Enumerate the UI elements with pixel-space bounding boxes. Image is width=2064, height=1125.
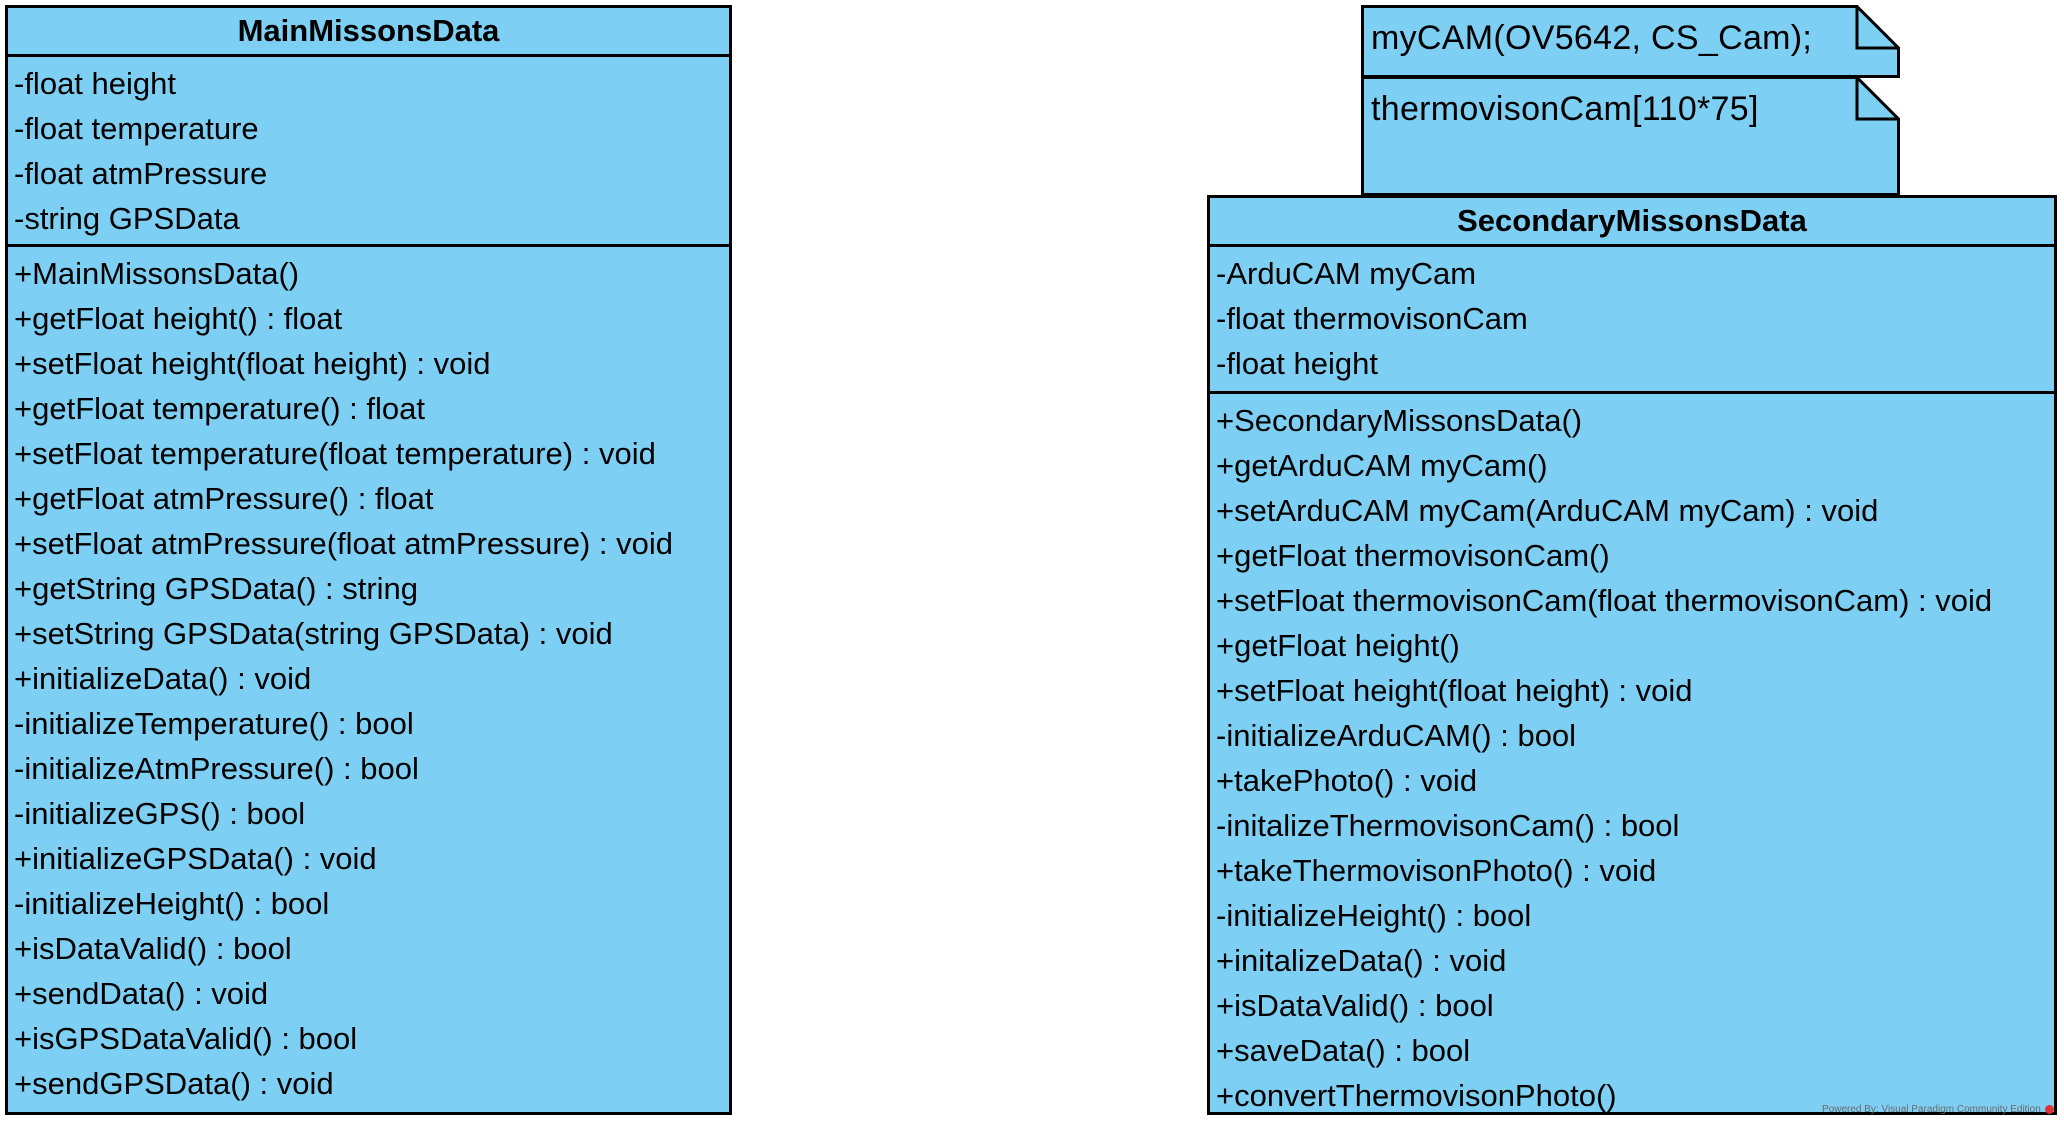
class-main-missons-data[interactable]: MainMissonsData -float height -float tem… [5, 5, 732, 1115]
operation: +getString GPSData() : string [14, 571, 419, 606]
operation: -initializeArduCAM() : bool [1216, 718, 1577, 753]
attribute: -ArduCAM myCam [1216, 256, 1477, 291]
attributes-compartment: -float height -float temperature -float … [8, 57, 729, 247]
attribute: -string GPSData [14, 201, 240, 236]
operations-compartment: +MainMissonsData() +getFloat height() : … [8, 247, 729, 1106]
watermark-logo-icon [2044, 1104, 2054, 1114]
operation: +takeThermovisonPhoto() : void [1216, 853, 1657, 888]
operation: +sendGPSData() : void [14, 1066, 334, 1101]
attribute: -float atmPressure [14, 156, 268, 191]
operation: +getFloat atmPressure() : float [14, 481, 434, 516]
operation: -initializeTemperature() : bool [14, 706, 414, 741]
operation: +setArduCAM myCam(ArduCAM myCam) : void [1216, 493, 1879, 528]
note-mycam[interactable]: myCAM(OV5642, CS_Cam); [1361, 5, 1900, 78]
operation: +isDataValid() : bool [14, 931, 292, 966]
class-name: SecondaryMissonsData [1210, 198, 2054, 247]
operation: +MainMissonsData() [14, 256, 300, 291]
operation: +setFloat height(float height) : void [1216, 673, 1693, 708]
attribute: -float height [14, 66, 176, 101]
operation: +getFloat temperature() : float [14, 391, 425, 426]
operation: +setFloat height(float height) : void [14, 346, 491, 381]
note-text: myCAM(OV5642, CS_Cam); [1371, 19, 1813, 57]
attributes-compartment: -ArduCAM myCam -float thermovisonCam -fl… [1210, 247, 2054, 394]
operation: -initializeGPS() : bool [14, 796, 306, 831]
operation: -initalizeThermovisonCam() : bool [1216, 808, 1680, 843]
operation: +initializeData() : void [14, 661, 312, 696]
operation: +setFloat thermovisonCam(float thermovis… [1216, 583, 1993, 618]
attribute: -float temperature [14, 111, 259, 146]
class-secondary-missons-data[interactable]: SecondaryMissonsData -ArduCAM myCam -flo… [1207, 195, 2057, 1115]
operation: +getFloat height() [1216, 628, 1460, 663]
note-thermovison[interactable]: thermovisonCam[110*75] [1361, 76, 1900, 196]
operation: +setFloat atmPressure(float atmPressure)… [14, 526, 673, 561]
operation: -initializeHeight() : bool [1216, 898, 1532, 933]
operation: +initalizeData() : void [1216, 943, 1507, 978]
attribute: -float thermovisonCam [1216, 301, 1528, 336]
operation: +isGPSDataValid() : bool [14, 1021, 358, 1056]
operation: +saveData() : bool [1216, 1033, 1471, 1068]
operation: +setFloat temperature(float temperature)… [14, 436, 656, 471]
operation: +initializeGPSData() : void [14, 841, 377, 876]
operation: +SecondaryMissonsData() [1216, 403, 1583, 438]
note-shape [1361, 5, 1900, 78]
class-name: MainMissonsData [8, 8, 729, 57]
operation: +setString GPSData(string GPSData) : voi… [14, 616, 613, 651]
operation: +getFloat height() : float [14, 301, 343, 336]
operation: +sendData() : void [14, 976, 269, 1011]
operation: -initializeAtmPressure() : bool [14, 751, 419, 786]
operation: +getFloat thermovisonCam() [1216, 538, 1610, 573]
operation: +convertThermovisonPhoto() [1216, 1078, 1617, 1113]
watermark-text: Powered By: Visual Paradigm Community Ed… [1822, 1104, 2041, 1115]
operation: -initializeHeight() : bool [14, 886, 330, 921]
operations-compartment: +SecondaryMissonsData() +getArduCAM myCa… [1210, 394, 2054, 1118]
watermark: Powered By: Visual Paradigm Community Ed… [1822, 1104, 2054, 1115]
note-text: thermovisonCam[110*75] [1371, 90, 1759, 128]
operation: +isDataValid() : bool [1216, 988, 1494, 1023]
operation: +takePhoto() : void [1216, 763, 1478, 798]
operation: +getArduCAM myCam() [1216, 448, 1548, 483]
attribute: -float height [1216, 346, 1378, 381]
